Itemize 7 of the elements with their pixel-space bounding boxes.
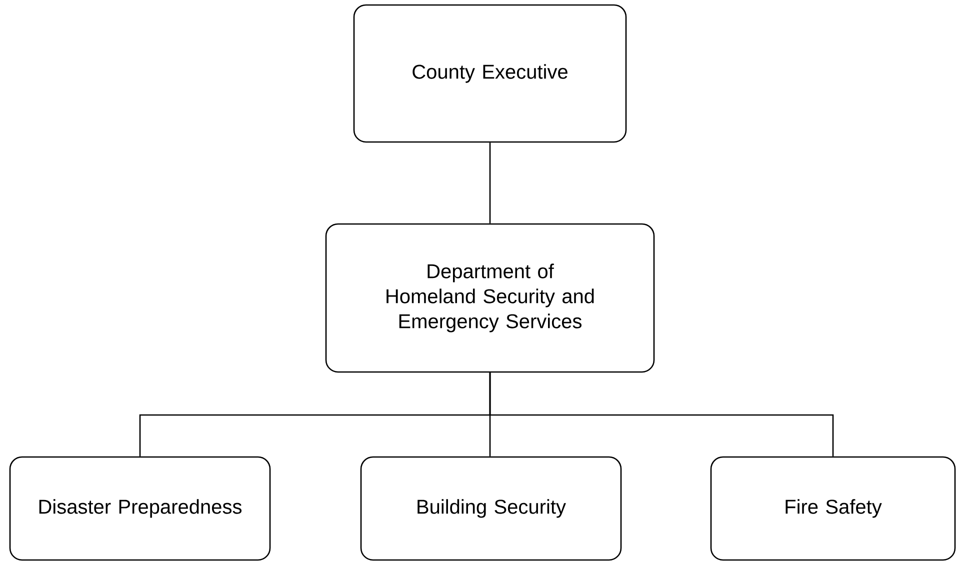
connector-line [489,142,491,224]
org-box: County Executive [353,4,627,143]
connector-line [489,372,834,456]
org-box: Disaster Preparedness [9,456,271,561]
org-box: Building Security [360,456,622,561]
org-box: Department of Homeland Security and Emergency Services [325,223,655,373]
org-box: Fire Safety [710,456,956,561]
